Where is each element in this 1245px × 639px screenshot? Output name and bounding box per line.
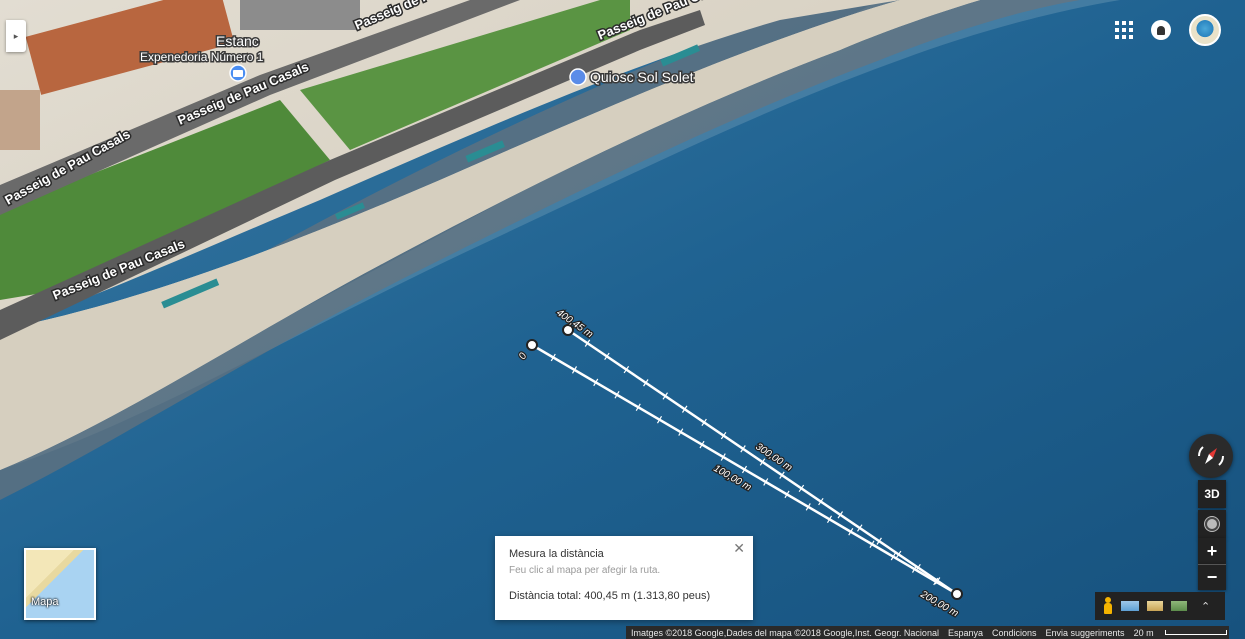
chevron-up-icon[interactable]: ⌃ <box>1201 600 1211 613</box>
measure-tick <box>933 577 939 586</box>
measure-tick <box>915 563 921 572</box>
beach-details <box>161 44 700 309</box>
kiosk-pin-icon[interactable] <box>569 68 587 86</box>
measure-tick <box>662 392 668 400</box>
measure-tick <box>604 352 610 361</box>
measure-tick <box>784 490 790 499</box>
terms-link[interactable]: Condicions <box>991 627 1037 638</box>
measure-tick <box>895 550 902 559</box>
poi-quiosc-name: Quiosc Sol Solet <box>590 69 694 85</box>
measure-ticks <box>550 339 941 586</box>
measure-tick <box>911 565 918 573</box>
measure-tick <box>869 540 875 548</box>
measure-tick <box>857 524 863 532</box>
attribution-imagery: Imatges ©2018 Google,Dades del mapa ©201… <box>631 627 939 638</box>
measure-card-title: Mesura la distància <box>509 548 604 560</box>
3d-toggle-button[interactable]: 3D <box>1198 480 1226 508</box>
layer-strip: ⌃ <box>1095 592 1225 620</box>
building <box>25 0 235 95</box>
country-link[interactable]: Espanya <box>947 627 983 638</box>
measure-tick <box>720 453 726 461</box>
compass-button[interactable] <box>1189 434 1233 478</box>
zoom-in-button[interactable]: + <box>1198 538 1226 564</box>
measure-tick <box>571 366 578 374</box>
measure-tick <box>681 405 688 413</box>
layer-thumb-water[interactable] <box>1121 601 1139 611</box>
notifications-icon[interactable] <box>1151 20 1171 40</box>
measure-point-turn[interactable] <box>951 588 963 600</box>
measure-card-hint: Feu clic al mapa per afegir la ruta. <box>509 565 661 576</box>
scale-label: 20 m <box>1133 627 1154 638</box>
minimap-label: Mapa <box>31 596 59 608</box>
measure-tick <box>779 471 785 479</box>
measure-tick <box>818 497 824 506</box>
scale-bar <box>1164 630 1227 635</box>
my-location-button[interactable] <box>1198 510 1226 538</box>
attribution-bar: Imatges ©2018 Google,Dades del mapa ©201… <box>626 626 1229 639</box>
measure-tick <box>656 415 663 424</box>
zoom-out-button[interactable]: − <box>1198 564 1226 590</box>
measure-tick <box>720 431 727 440</box>
measure-tick <box>798 484 805 493</box>
promenade-road <box>0 10 705 340</box>
measure-tick <box>584 339 591 347</box>
close-icon[interactable]: ✕ <box>733 540 745 556</box>
poi-quiosc[interactable]: Quiosc Sol Solet <box>569 68 695 87</box>
measure-tick <box>699 440 705 449</box>
poi-estanc-name: Estanc <box>216 33 259 49</box>
compass-icon <box>1197 446 1225 466</box>
street-view-pegman-icon[interactable] <box>1103 597 1113 615</box>
measure-tick <box>826 515 833 524</box>
measure-tick <box>805 503 811 511</box>
poi-estanc[interactable]: Estanc Expenedoria Número 1 <box>139 32 265 82</box>
chevron-right-icon: ▸ <box>13 30 19 41</box>
measure-point-start[interactable] <box>526 339 538 351</box>
map-type-minimap[interactable]: Mapa <box>24 548 96 620</box>
measure-card-total: Distància total: 400,45 m (1.313,80 peus… <box>509 590 711 602</box>
avatar[interactable] <box>1189 14 1221 46</box>
feedback-link[interactable]: Envia suggeriments <box>1045 627 1125 638</box>
measure-tick <box>876 537 882 545</box>
measure-tick <box>614 391 620 399</box>
apps-grid-icon[interactable] <box>1115 21 1133 39</box>
measure-tick <box>550 353 556 362</box>
building <box>0 90 40 150</box>
measure-tick <box>848 527 854 536</box>
park-lower <box>0 100 330 300</box>
measure-tick <box>759 458 766 466</box>
measure-tick <box>635 403 641 412</box>
measure-tick <box>701 418 707 427</box>
top-right-bar <box>1115 14 1221 46</box>
measure-tick <box>890 552 896 561</box>
side-panel-toggle[interactable]: ▸ <box>6 20 26 52</box>
measure-distance-card: ✕ Mesura la distància Feu clic al mapa p… <box>495 536 753 620</box>
building <box>240 0 360 30</box>
measure-tick <box>593 378 599 387</box>
layer-thumb-terrain[interactable] <box>1147 601 1163 611</box>
layer-thumb-satellite[interactable] <box>1171 601 1187 611</box>
measure-tick <box>741 465 748 474</box>
measure-tick <box>837 511 844 519</box>
location-icon <box>1207 519 1217 529</box>
measure-tick <box>643 379 649 387</box>
measure-tick <box>623 365 630 374</box>
measure-point-end[interactable] <box>562 324 574 336</box>
measure-tick <box>678 428 684 436</box>
measure-tick <box>934 577 941 585</box>
measure-tick <box>763 478 769 486</box>
poi-estanc-subtitle: Expenedoria Número 1 <box>140 50 264 64</box>
beach-lower <box>0 0 980 470</box>
measure-tick <box>740 445 746 453</box>
park-upper <box>300 0 630 150</box>
